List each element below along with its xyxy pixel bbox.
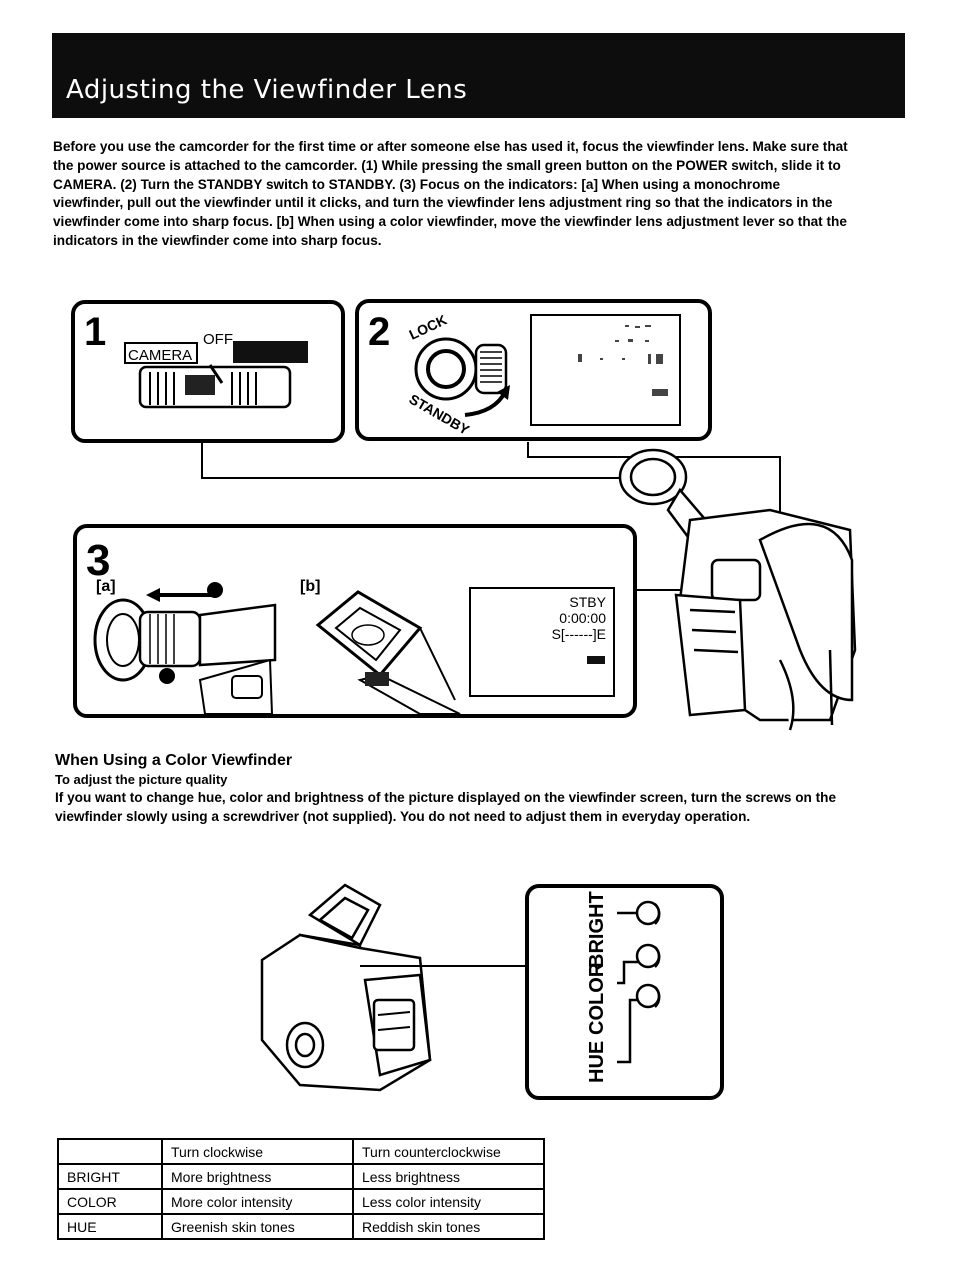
step1-number: 1: [84, 310, 106, 354]
off-label: OFF: [203, 331, 233, 348]
table-cell: More color intensity: [161, 1188, 354, 1215]
color-viewfinder-paragraph: If you want to change hue, color and bri…: [55, 790, 837, 824]
table-cell: Reddish skin tones: [352, 1213, 545, 1240]
hue-label: HUE: [586, 1041, 608, 1083]
display-tape-indicator: S[------]E: [552, 626, 606, 642]
color-viewfinder-heading: When Using a Color Viewfinder: [55, 752, 293, 769]
table-row: HUE Greenish skin tones Reddish skin ton…: [57, 1213, 545, 1240]
table-header-cell: [57, 1138, 163, 1165]
bright-label: BRIGHT: [586, 891, 608, 968]
table-cell: BRIGHT: [57, 1163, 163, 1190]
step2-number: 2: [368, 310, 390, 354]
table-cell: HUE: [57, 1213, 163, 1240]
table-cell: COLOR: [57, 1188, 163, 1215]
table-cell: Less color intensity: [352, 1188, 545, 1215]
table-cell: Greenish skin tones: [161, 1213, 354, 1240]
table-header-cell: Turn clockwise: [161, 1138, 354, 1165]
display-stby: STBY: [569, 594, 606, 610]
table-row: COLOR More color intensity Less color in…: [57, 1188, 545, 1215]
screw-adjustment-table: Turn clockwise Turn counterclockwise BRI…: [57, 1138, 545, 1240]
color-label: COLOR: [586, 962, 608, 1035]
step2-viewfinder-display: [530, 314, 681, 426]
table-cell: Less brightness: [352, 1163, 545, 1190]
screw-panel: [525, 884, 724, 1100]
table-header-row: Turn clockwise Turn counterclockwise: [57, 1138, 545, 1165]
title-bar: Adjusting the Viewfinder Lens: [52, 33, 905, 118]
table-header-cell: Turn counterclockwise: [352, 1138, 545, 1165]
table-cell: More brightness: [161, 1163, 354, 1190]
page-title: Adjusting the Viewfinder Lens: [66, 75, 468, 105]
step3-number: 3: [86, 536, 110, 585]
table-row: BRIGHT More brightness Less brightness: [57, 1163, 545, 1190]
step3-viewfinder-display: [469, 587, 615, 697]
display-counter: 0:00:00: [559, 610, 606, 626]
picture-quality-subheading: To adjust the picture quality: [55, 772, 228, 787]
camera-label: CAMERA: [128, 347, 192, 364]
label-b: [b]: [300, 578, 320, 595]
camcorder-drawing: [618, 448, 857, 731]
label-a: [a]: [96, 578, 116, 595]
intro-paragraph: Before you use the camcorder for the fir…: [53, 139, 848, 248]
viewfinder-steps-illustration: 1 CAMERA OFF 2 LOCK STANDBY 3 [a] [b]: [71, 299, 857, 731]
